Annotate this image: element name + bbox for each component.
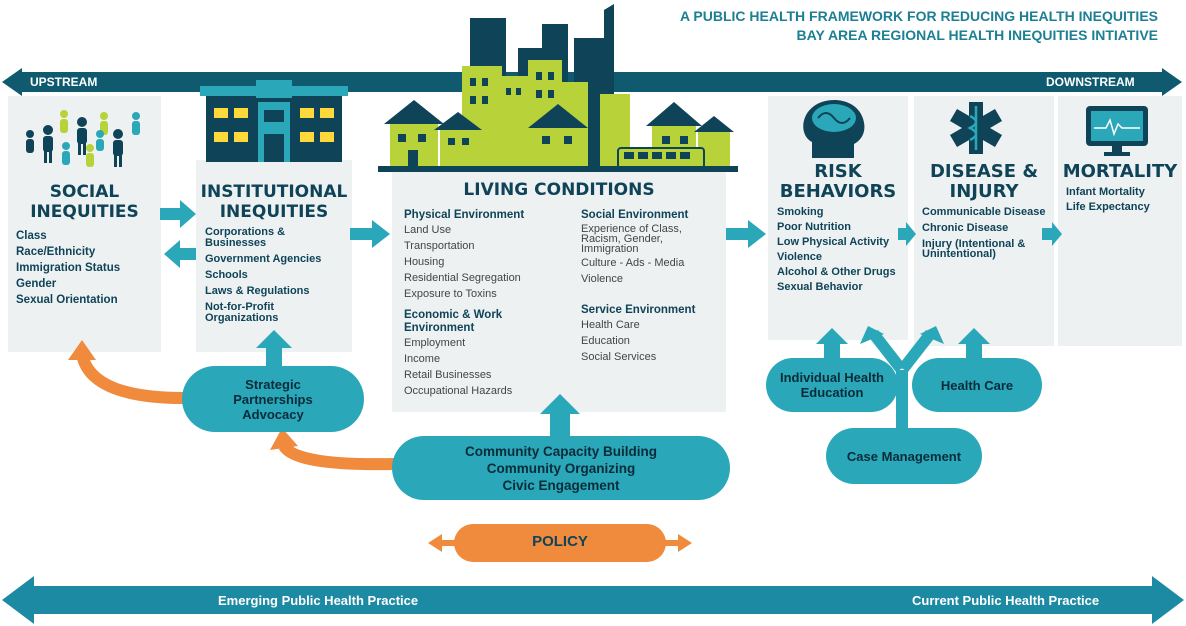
case-management-pill: Case Management — [826, 428, 982, 484]
city-skyline-illustration — [378, 4, 738, 172]
health-care-pill: Health Care — [912, 358, 1042, 412]
framework-title: A PUBLIC HEALTH FRAMEWORK FOR REDUCING H… — [679, 8, 1158, 24]
economic-environment-head: Economic & Work Environment — [404, 309, 503, 334]
physical-environment-head: Physical Environment — [404, 209, 525, 221]
people-icon — [26, 110, 140, 167]
social-environment-column: Social Environment Experience of Class, … — [581, 209, 721, 367]
current-practice-label: Current Public Health Practice — [912, 593, 1100, 608]
downstream-label: DOWNSTREAM — [1046, 75, 1135, 89]
mortality-title: MORTALITY — [1062, 161, 1178, 182]
brain-head-icon — [803, 100, 865, 158]
upstream-label: UPSTREAM — [30, 75, 98, 89]
medical-star-icon — [949, 102, 1003, 154]
heart-monitor-icon — [1086, 106, 1148, 156]
practice-arrow — [2, 576, 1184, 624]
social-environment-head: Social Environment — [581, 209, 689, 221]
policy-arrow — [428, 524, 692, 562]
living-conditions-panel — [392, 168, 726, 412]
emerging-practice-label: Emerging Public Health Practice — [218, 593, 419, 608]
institutional-inequities-list: Corporations & Businesses Government Age… — [205, 226, 322, 324]
institutional-inequities-panel — [196, 160, 352, 352]
institution-building-icon — [200, 80, 348, 162]
living-conditions-title: LIVING CONDITIONS — [463, 180, 655, 200]
service-environment-head: Service Environment — [581, 304, 696, 316]
risk-behaviors-list: Smoking Poor Nutrition Low Physical Acti… — [777, 206, 896, 293]
physical-environment-column: Physical Environment Land Use Transporta… — [404, 209, 572, 401]
policy-label: POLICY — [532, 533, 588, 550]
initiative-title: BAY AREA REGIONAL HEALTH INEQUITIES INTI… — [796, 27, 1158, 43]
disease-injury-title: DISEASE &INJURY — [929, 161, 1039, 202]
disease-injury-list: Communicable Disease Chronic Disease Inj… — [922, 206, 1046, 260]
